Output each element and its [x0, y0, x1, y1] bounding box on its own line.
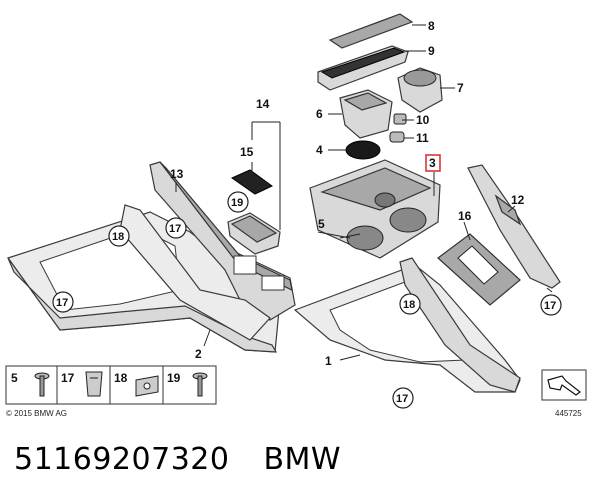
callout-17-circle-left: 17	[52, 291, 74, 313]
brand-name: BMW	[263, 442, 342, 477]
screw-19-icon	[192, 372, 208, 397]
fastener-legend: 5 17 18 19	[5, 365, 217, 405]
diagram-id: 445725	[555, 409, 582, 418]
copyright-text: © 2015 BMW AG	[6, 409, 67, 418]
callout-11: 11	[416, 131, 429, 145]
callout-3: 3	[429, 156, 436, 170]
svg-text:19: 19	[231, 197, 243, 209]
callout-12: 12	[511, 193, 525, 207]
legend-label-5: 5	[11, 371, 18, 385]
arrow-icon	[547, 375, 581, 396]
part-19-tray	[227, 212, 281, 255]
legend-label-17: 17	[61, 371, 75, 385]
callout-4: 4	[316, 143, 323, 157]
part-number: 51169207320	[14, 442, 230, 477]
part-3-console-tray	[309, 159, 441, 259]
legend-label-18: 18	[114, 371, 128, 385]
callout-9: 9	[428, 44, 435, 58]
part-caption: 51169207320 BMW	[14, 442, 341, 477]
part-13-console-carrier	[119, 161, 296, 341]
callout-15: 15	[240, 145, 254, 159]
callout-8: 8	[428, 19, 435, 33]
part-1-trim-frame	[293, 257, 521, 393]
part-9-cover	[317, 45, 409, 91]
part-15-pad	[230, 169, 273, 195]
svg-text:17: 17	[544, 300, 556, 312]
callout-7: 7	[457, 81, 464, 95]
callout-17-circle-bottom: 17	[392, 387, 414, 409]
callout-10: 10	[416, 113, 430, 127]
leader-lines	[175, 24, 553, 361]
callout-1: 1	[325, 354, 332, 368]
part-16-shift-surround	[437, 233, 521, 306]
part-4-mat	[345, 140, 381, 160]
clip-17-icon	[85, 371, 103, 397]
callout-17-circle-center: 17	[165, 217, 187, 239]
svg-text:18: 18	[112, 231, 124, 243]
callout-16: 16	[458, 209, 472, 223]
callout-18-circle-right: 18	[399, 293, 421, 315]
screw-5-icon	[34, 372, 50, 397]
part-3-highlight-box	[425, 154, 441, 172]
callout-17-circle-right: 17	[540, 294, 562, 316]
callout-18-circle-left: 18	[108, 225, 130, 247]
callout-19-circle: 19	[227, 191, 249, 213]
svg-text:17: 17	[169, 223, 181, 235]
svg-text:17: 17	[56, 297, 68, 309]
callout-6: 6	[316, 107, 323, 121]
part-8-mat-strip	[328, 13, 414, 49]
callout-2: 2	[195, 347, 202, 361]
clip-18-icon	[135, 375, 159, 397]
part-7-cup-holder	[397, 67, 443, 113]
callout-13: 13	[170, 167, 184, 181]
svg-text:17: 17	[396, 393, 408, 405]
part-6-cup-insert	[339, 89, 393, 139]
orientation-arrow-box	[541, 369, 587, 401]
callout-5: 5	[318, 217, 325, 231]
svg-text:18: 18	[403, 299, 415, 311]
part-11-fitting	[389, 131, 405, 143]
part-10-fitting	[393, 113, 407, 125]
legend-label-19: 19	[167, 371, 181, 385]
callout-14: 14	[256, 97, 270, 111]
part-12-side-trim	[467, 164, 561, 289]
